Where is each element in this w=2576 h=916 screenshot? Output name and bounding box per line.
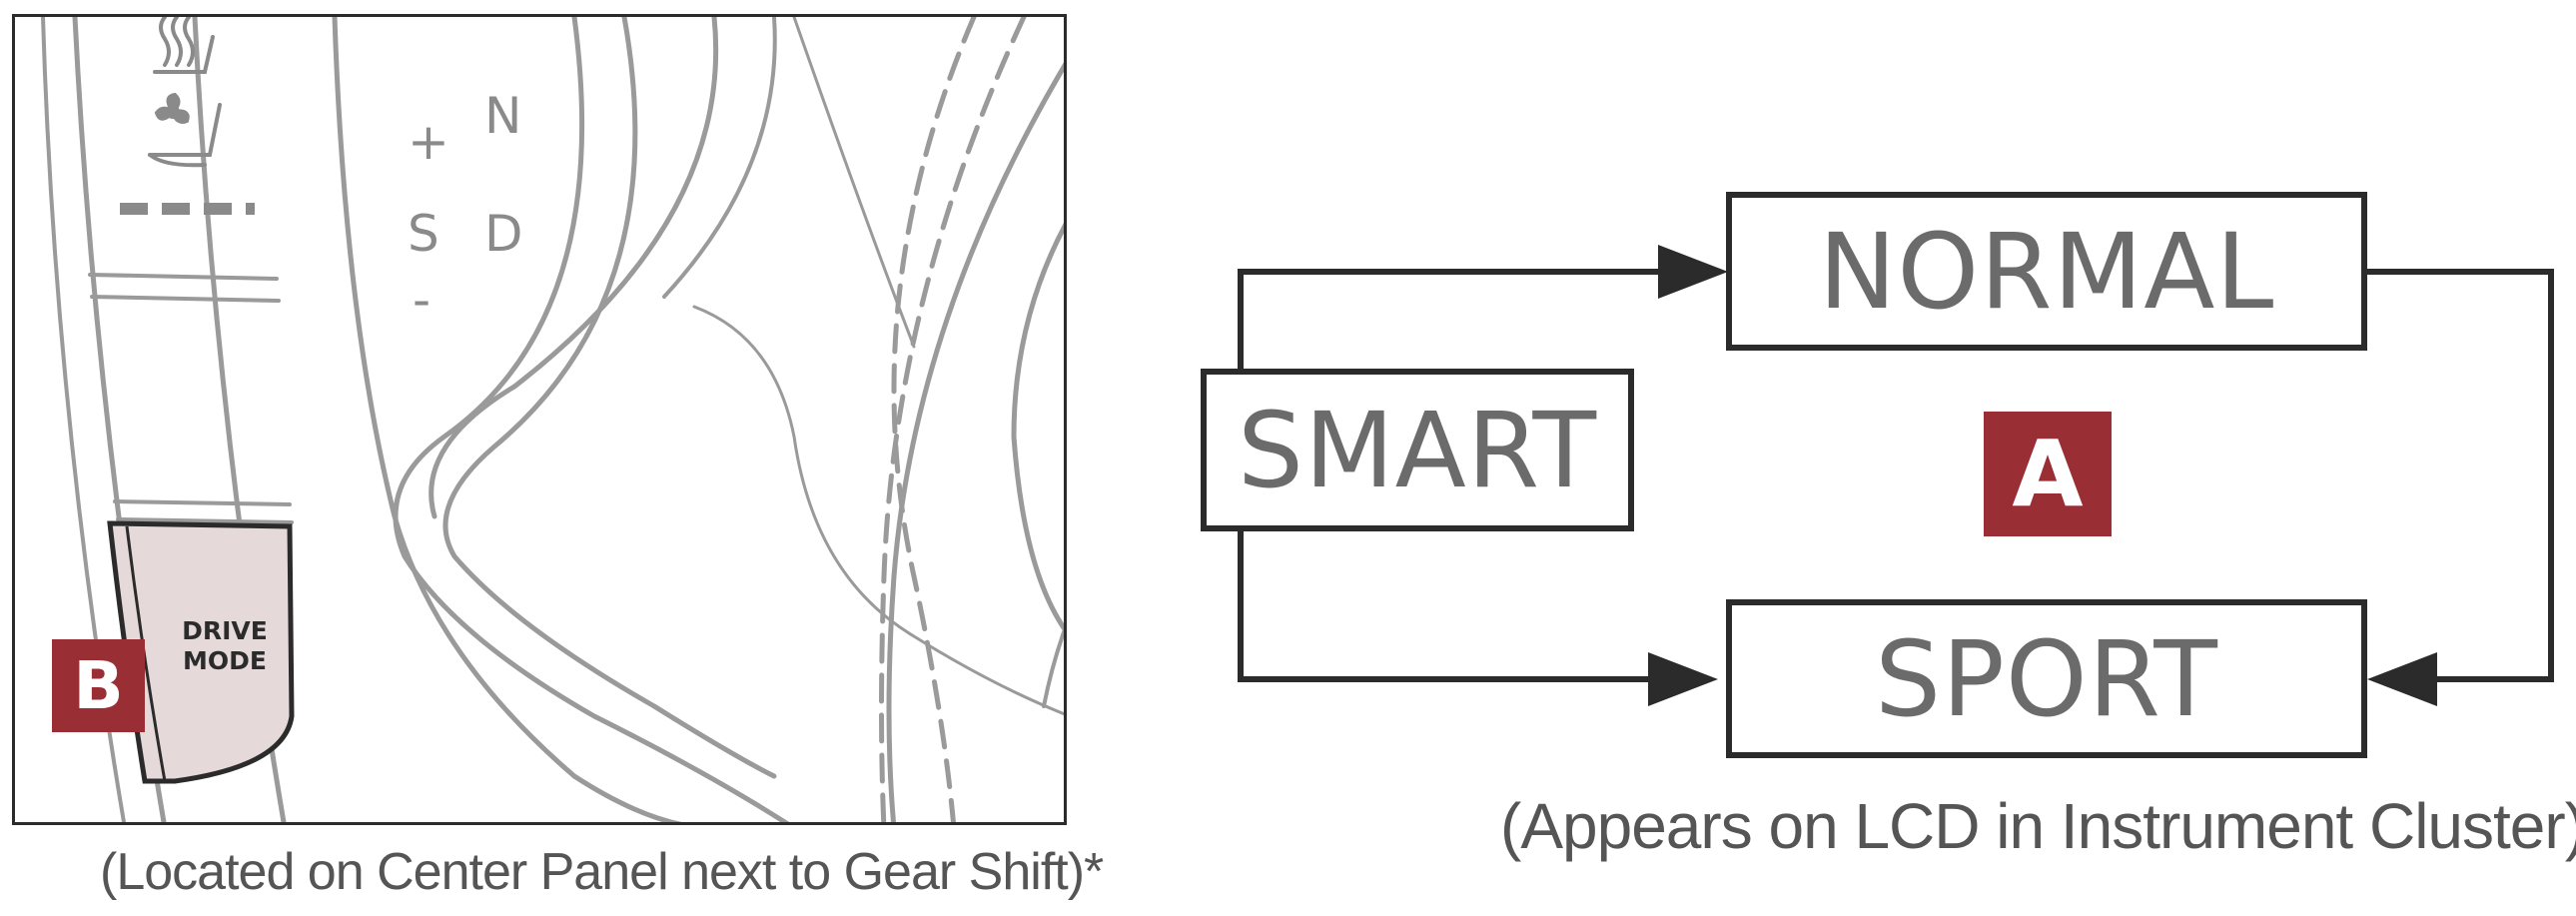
gear-minus-label: - [413,271,431,329]
seat-heater-icon [153,17,215,74]
gear-panel-caption: (Located on Center Panel next to Gear Sh… [100,843,1104,901]
center-panel-drawing [41,17,1064,822]
arrow-smart-to-sport [1238,531,1658,682]
contour-2 [792,17,916,349]
gear-plus-label: + [408,113,449,171]
drive-mode-line1: DRIVE [182,616,268,645]
right-curve-dashed-1 [879,17,1027,822]
badge-b: B [52,639,145,732]
drive-mode-button[interactable]: DRIVE MODE [155,616,295,676]
gear-shift-curve-2 [393,17,790,822]
right-curve-dashed-2 [891,17,977,822]
gear-n-label: N [484,87,522,145]
gear-d-label: D [484,205,523,263]
seat-ventilation-icon [148,92,222,168]
mode-smart-box: SMART [1201,369,1634,531]
right-curve-3 [1042,626,1064,708]
contour-1 [692,305,1064,716]
separator-1 [88,273,279,281]
gear-shift-curve-1 [332,17,683,822]
badge-a: A [1984,412,2112,536]
arrow-smart-to-normal [1238,269,1668,372]
right-curve-2 [1011,222,1064,632]
gear-s-label: S [408,205,439,263]
gear-shift-curve-4 [429,17,719,519]
mode-cycle-caption: (Appears on LCD in Instrument Cluster) [1500,790,2576,862]
mode-normal-box: NORMAL [1726,192,2367,351]
drive-mode-line2: MODE [183,646,267,675]
mode-sport-box: SPORT [1726,599,2367,758]
arrowhead-sport-left [1648,652,1718,706]
gear-shift-curve-3 [442,17,777,779]
separator-2 [90,295,281,303]
arrow-normal-to-sport [2367,269,2554,682]
arrowhead-normal [1658,245,1728,299]
gear-shift-curve-5 [662,17,777,299]
separator-4 [116,517,294,524]
center-panel-illustration: + N S D - DRIVE MODE [12,14,1067,825]
separator-3 [113,499,292,506]
arrowhead-sport-right [2367,652,2437,706]
